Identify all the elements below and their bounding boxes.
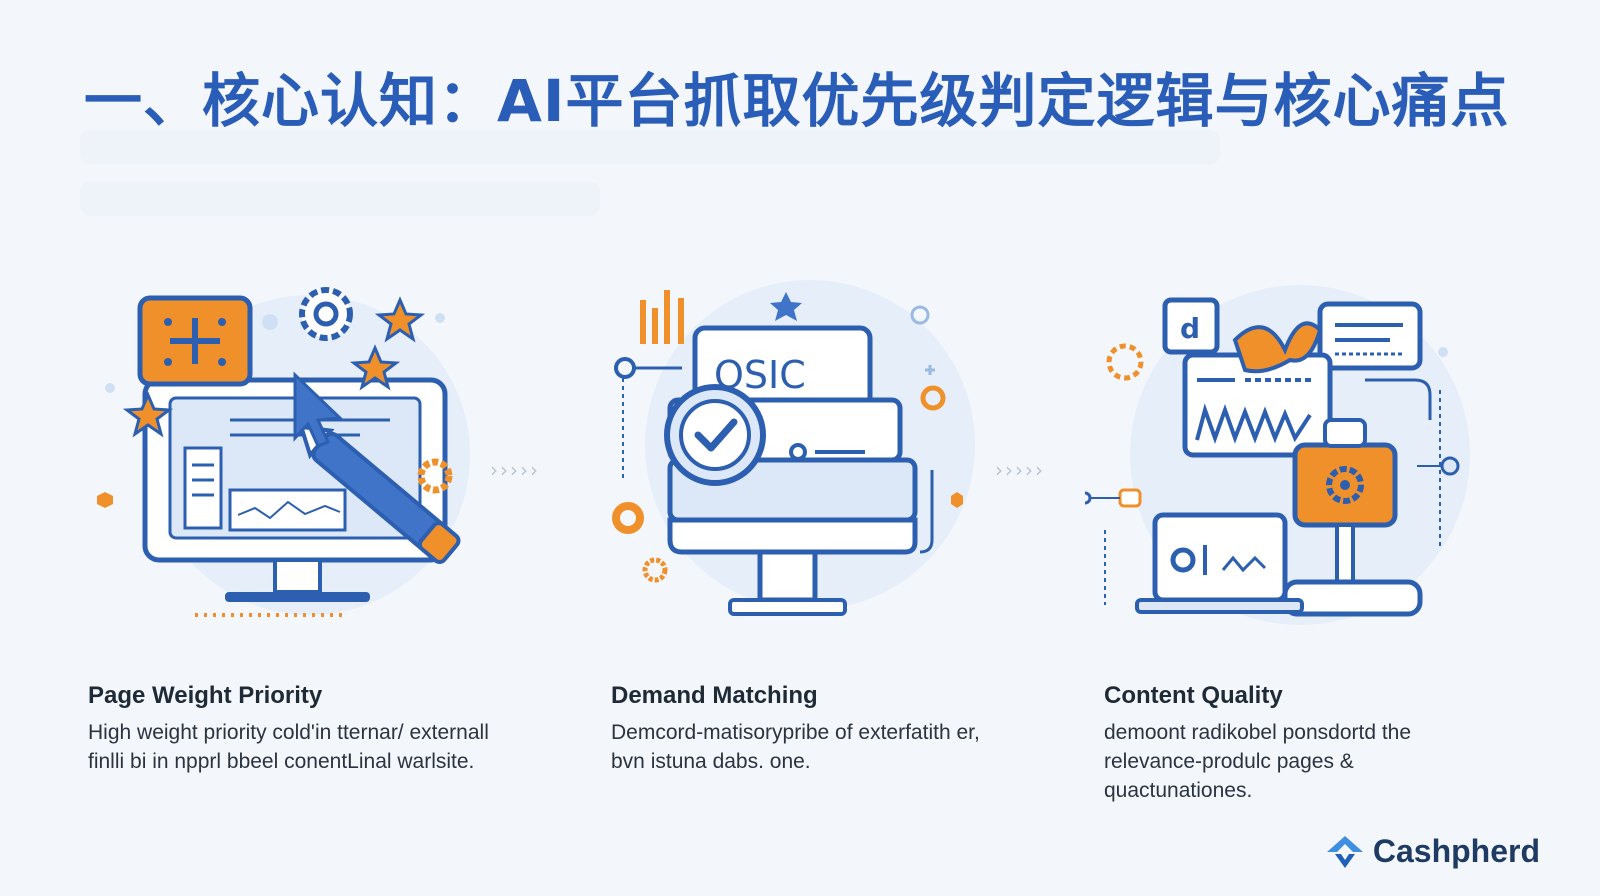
card-title-demand-matching: Demand Matching [611, 682, 818, 709]
card-title-content-quality: Content Quality [1104, 682, 1283, 709]
card-title-page-weight: Page Weight Priority [88, 682, 323, 709]
svg-text:d: d [1180, 312, 1200, 345]
monitor-pen-icon [97, 287, 470, 617]
illustration-demand-matching: OSIC [590, 270, 1030, 650]
cashpherd-logo-icon [1326, 835, 1363, 868]
flow-arrow: ››››› [995, 458, 1045, 482]
brand-name: Cashpherd [1372, 833, 1540, 869]
dashboard-quality-icon: d [1085, 285, 1470, 625]
card-text-demand-matching: Demcord-matisorypribe of exterfatith er,… [611, 721, 980, 773]
card-text-content-quality: demoont radikobel ponsdortd the relevanc… [1104, 721, 1412, 802]
illustration-content-quality: d [1085, 270, 1525, 650]
monitor-check-icon: OSIC [612, 280, 975, 616]
card-text-page-weight: High weight priority cold'in tternar/ ex… [88, 721, 489, 773]
illustration-page-weight [90, 270, 530, 650]
page-title: 一、核心认知：AI平台抓取优先级判定逻辑与核心痛点 [84, 67, 1510, 135]
flow-arrow: ››››› [490, 458, 540, 482]
subtitle-placeholder [80, 130, 1220, 164]
subtitle-placeholder [80, 182, 600, 216]
brand-logo: Cashpherd [1325, 833, 1540, 870]
